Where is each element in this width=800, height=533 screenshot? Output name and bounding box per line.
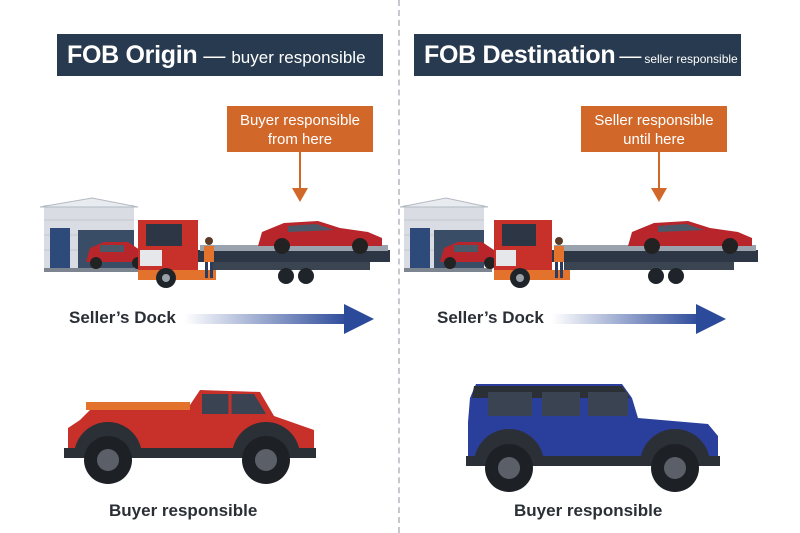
shipping-arrow-icon [184, 304, 374, 334]
panel-title-bar: FOB Destination — seller responsible [414, 34, 741, 76]
red-car-on-flatbed-icon [628, 221, 752, 254]
vehicle-responsibility-label: Buyer responsible [514, 501, 663, 520]
panel-subtitle: seller responsible [644, 52, 738, 66]
dock-label: Seller’s Dock [437, 308, 544, 327]
blue-suv-icon [466, 384, 720, 492]
red-car-on-flatbed-icon [258, 221, 382, 254]
worker-icon [554, 237, 564, 278]
responsibility-callout: Buyer responsible from here [227, 106, 373, 152]
callout-line-1: Buyer responsible [239, 112, 361, 129]
title-separator: — [619, 43, 642, 68]
panel-divider [398, 0, 400, 533]
vehicle-responsibility-label: Buyer responsible [109, 501, 258, 520]
callout-arrow-down-icon [651, 152, 667, 202]
panel-title: FOB Destination [424, 41, 616, 69]
panel-subtitle: buyer responsible [231, 48, 366, 67]
panel-title: FOB Origin [67, 41, 198, 69]
callout-line-1: Seller responsible [594, 112, 714, 129]
worker-icon [204, 237, 214, 278]
red-sedan-icon [440, 242, 500, 269]
callout-line-2: from here [267, 131, 333, 148]
panel-title-bar: FOB Origin — buyer responsible [57, 34, 383, 76]
callout-line-2: until here [623, 131, 685, 148]
title-separator: — [203, 43, 226, 68]
callout-arrow-down-icon [292, 152, 308, 202]
red-sedan-icon [86, 242, 148, 269]
red-pickup-truck-icon [64, 390, 316, 484]
warehouse-tow-truck-scene [400, 197, 758, 288]
fob-destination-panel: FOB Destination — seller responsible Sel… [400, 0, 798, 533]
responsibility-callout: Seller responsible until here [581, 106, 727, 152]
warehouse-tow-truck-scene [39, 197, 390, 288]
shipping-arrow-icon [552, 304, 726, 334]
fob-origin-panel: FOB Origin — buyer responsible Buyer res… [0, 0, 398, 533]
dock-label: Seller’s Dock [69, 308, 176, 327]
tow-truck-icon [138, 220, 390, 288]
